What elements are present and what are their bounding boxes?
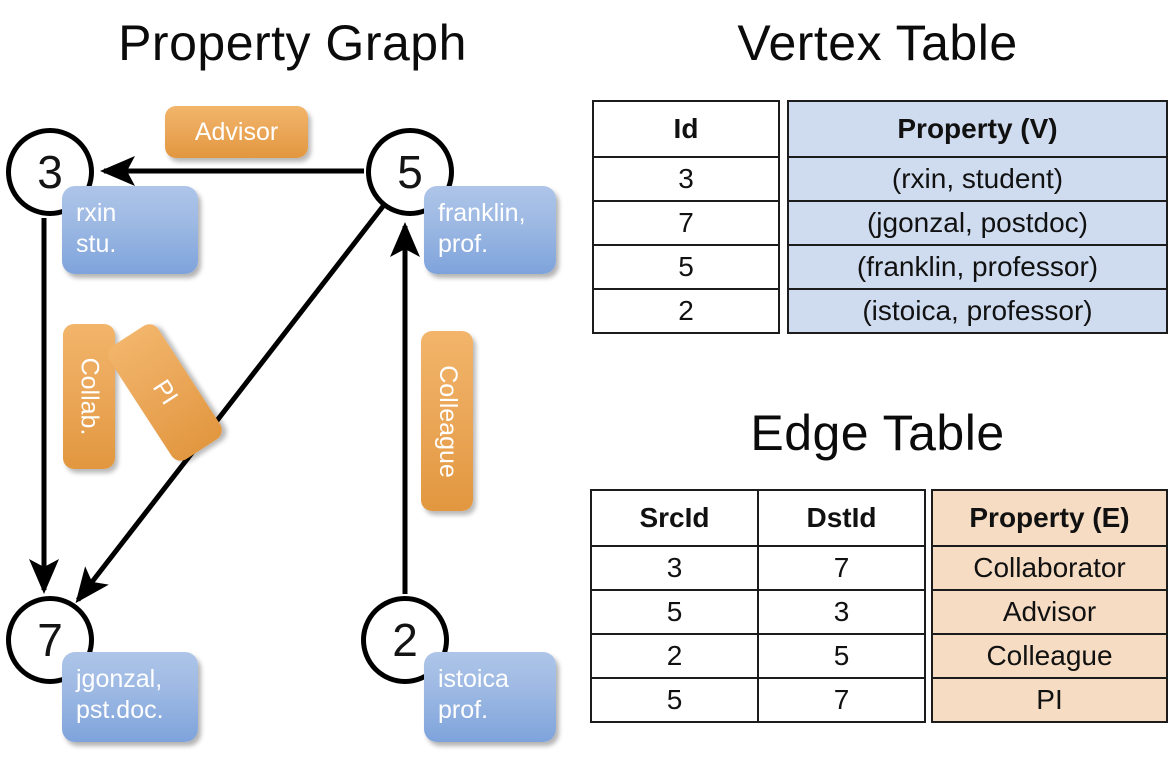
page-title-property-graph: Property Graph (118, 15, 467, 71)
vertex-table-id-column: Id 3 7 5 2 (592, 100, 780, 334)
table-row[interactable]: 2 (592, 288, 780, 334)
vertex-property-box-5: franklin, prof. (424, 186, 556, 274)
table-header-row: SrcId DstId (590, 489, 926, 547)
edge-label-text: Collab. (75, 357, 104, 436)
column-header-id: Id (592, 100, 780, 158)
vertex-table-property-column: Property (V) (rxin, student) (jgonzal, p… (787, 100, 1168, 334)
table-row[interactable]: Collaborator (931, 545, 1168, 591)
cell-vertex-property: (rxin, student) (787, 156, 1168, 202)
column-header-property-e: Property (E) (931, 489, 1168, 547)
table-row[interactable]: PI (931, 677, 1168, 723)
vertex-property-box-3: rxin stu. (62, 186, 198, 274)
cell-edge-dst: 7 (757, 677, 926, 723)
page-title-edge-table: Edge Table (750, 405, 1005, 461)
column-header-srcid: SrcId (590, 489, 759, 547)
cell-edge-src: 5 (590, 589, 759, 635)
edge-5-to-7 (75, 203, 386, 604)
cell-edge-property: PI (931, 677, 1168, 723)
vertex-property-line: rxin (76, 199, 117, 227)
cell-edge-dst: 3 (757, 589, 926, 635)
table-row[interactable]: 7 (592, 200, 780, 246)
table-row[interactable]: Advisor (931, 589, 1168, 635)
table-header-row: Property (V) (787, 100, 1168, 158)
edge-label-text: PI (147, 374, 184, 410)
cell-vertex-property: (jgonzal, postdoc) (787, 200, 1168, 246)
cell-edge-dst: 7 (757, 545, 926, 591)
table-row[interactable]: Colleague (931, 633, 1168, 679)
column-header-property-v: Property (V) (787, 100, 1168, 158)
table-row[interactable]: 5 3 (590, 589, 926, 635)
edge-table-src-dst-columns: SrcId DstId 3 7 5 3 2 5 5 7 (590, 489, 926, 723)
graph-edges-svg (29, 156, 420, 604)
cell-edge-property: Collaborator (931, 545, 1168, 591)
vertex-property-line: franklin, (438, 199, 526, 227)
property-graph-diagram: 3 5 7 2 rxin stu. franklin, prof. jgonza… (6, 106, 556, 742)
graph-node-2[interactable]: 2 (361, 596, 449, 684)
table-row[interactable]: (istoica, professor) (787, 288, 1168, 334)
cell-vertex-id: 5 (592, 244, 780, 290)
table-row[interactable]: (rxin, student) (787, 156, 1168, 202)
page-title-vertex-table: Vertex Table (737, 15, 1018, 71)
edge-label-advisor: Advisor (165, 106, 308, 158)
table-header-row: Property (E) (931, 489, 1168, 547)
cell-edge-property: Advisor (931, 589, 1168, 635)
cell-edge-src: 3 (590, 545, 759, 591)
column-header-dstid: DstId (757, 489, 926, 547)
edge-label-text: Colleague (433, 364, 462, 478)
vertex-property-line: jgonzal, (76, 665, 163, 693)
graph-node-5[interactable]: 5 (366, 128, 454, 216)
edge-table-property-column: Property (E) Collaborator Advisor Collea… (931, 489, 1168, 723)
table-header-row: Id (592, 100, 780, 158)
vertex-property-box-7: jgonzal, pst.doc. (62, 652, 198, 742)
edge-label-collab: Collab. (63, 324, 115, 469)
table-row[interactable]: 5 7 (590, 677, 926, 723)
cell-edge-src: 2 (590, 633, 759, 679)
cell-edge-property: Colleague (931, 633, 1168, 679)
table-row[interactable]: 2 5 (590, 633, 926, 679)
table-row[interactable]: 3 (592, 156, 780, 202)
vertex-property-line: pst.doc. (76, 696, 164, 724)
vertex-property-line: prof. (438, 696, 489, 724)
table-row[interactable]: 3 7 (590, 545, 926, 591)
table-row[interactable]: (franklin, professor) (787, 244, 1168, 290)
vertex-property-line: stu. (76, 230, 117, 258)
cell-vertex-id: 3 (592, 156, 780, 202)
cell-edge-dst: 5 (757, 633, 926, 679)
cell-vertex-property: (franklin, professor) (787, 244, 1168, 290)
table-row[interactable]: (jgonzal, postdoc) (787, 200, 1168, 246)
vertex-property-line: istoica (438, 665, 509, 693)
cell-vertex-id: 7 (592, 200, 780, 246)
cell-edge-src: 5 (590, 677, 759, 723)
edge-label-colleague: Colleague (421, 331, 473, 511)
vertex-property-box-2: istoica prof. (424, 652, 556, 742)
edge-label-text: Advisor (194, 117, 279, 146)
cell-vertex-property: (istoica, professor) (787, 288, 1168, 334)
cell-vertex-id: 2 (592, 288, 780, 334)
vertex-property-line: prof. (438, 230, 489, 258)
table-row[interactable]: 5 (592, 244, 780, 290)
